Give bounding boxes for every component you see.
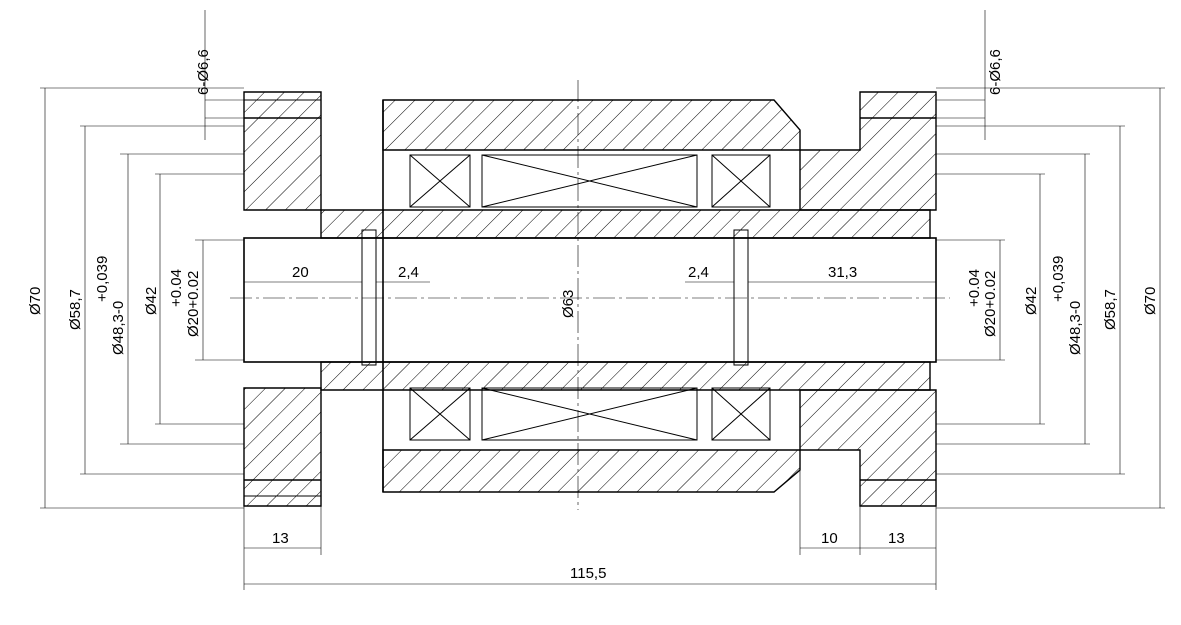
dim-d20-left-base: Ø20+0.02 — [185, 271, 202, 337]
dim-len-13-left: 13 — [272, 530, 289, 547]
length-dim-lines — [244, 281, 936, 585]
dim-d42-left: Ø42 — [143, 287, 160, 315]
dim-d20-right-base: Ø20+0.02 — [982, 271, 999, 337]
dim-len-313: 31,3 — [828, 264, 857, 281]
dim-d483-left-base: Ø48,3-0 — [110, 301, 127, 355]
dim-len-13-right: 13 — [888, 530, 905, 547]
dim-d587-right: Ø58,7 — [1102, 289, 1119, 330]
dim-d483-left-tol: +0,039 — [94, 256, 111, 302]
dim-d70-right: Ø70 — [1142, 287, 1159, 315]
dim-len-10: 10 — [821, 530, 838, 547]
dim-len-24-left: 2,4 — [398, 264, 419, 281]
dim-d483-right-tol: +0,039 — [1050, 256, 1067, 302]
dim-d20-right-tol: +0.04 — [966, 269, 983, 307]
dim-d483-right-base: Ø48,3-0 — [1067, 301, 1084, 355]
diameter-dim-lines — [44, 88, 1161, 508]
bearings-bottom — [409, 387, 771, 441]
dim-len-1155: 115,5 — [570, 565, 606, 582]
shaft — [243, 209, 937, 391]
dim-d42-right: Ø42 — [1023, 287, 1040, 315]
dim-holes-right: 6-Ø6,6 — [987, 49, 1004, 95]
dim-d70-left: Ø70 — [27, 287, 44, 315]
dim-d587-left: Ø58,7 — [67, 289, 84, 330]
dim-d20-left-tol: +0.04 — [168, 269, 185, 307]
dim-d63: Ø63 — [560, 290, 577, 318]
dim-holes-left: 6-Ø6,6 — [195, 49, 212, 95]
bearings-top — [409, 154, 771, 208]
dim-len-24-right: 2,4 — [688, 264, 709, 281]
dim-len-20: 20 — [292, 264, 309, 281]
housing — [382, 99, 801, 493]
dimension-labels: 6-Ø6,6 6-Ø6,6 Ø70 Ø58,7 +0,039 Ø48,3-0 Ø… — [27, 49, 1159, 582]
right-flange — [799, 91, 937, 507]
left-flange — [243, 91, 322, 507]
